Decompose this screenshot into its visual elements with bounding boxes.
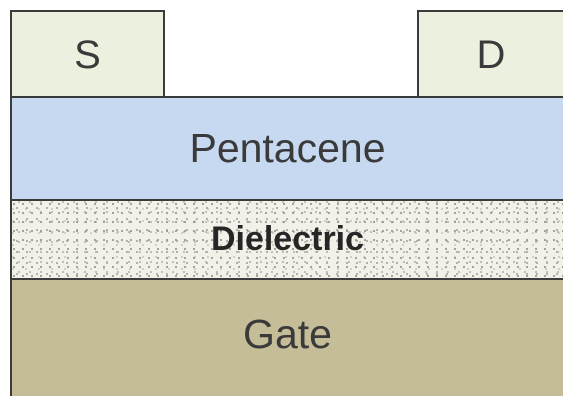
source-label: S	[74, 32, 101, 77]
gate-layer: Gate	[10, 278, 563, 396]
pentacene-label: Pentacene	[189, 125, 386, 171]
dielectric-layer: Dielectric	[10, 199, 563, 280]
pentacene-layer: Pentacene	[10, 96, 563, 201]
drain-label: D	[476, 32, 506, 77]
dielectric-label: Dielectric	[210, 220, 365, 258]
gate-label: Gate	[243, 310, 332, 357]
source-electrode: S	[10, 10, 165, 98]
drain-electrode: D	[417, 10, 563, 98]
